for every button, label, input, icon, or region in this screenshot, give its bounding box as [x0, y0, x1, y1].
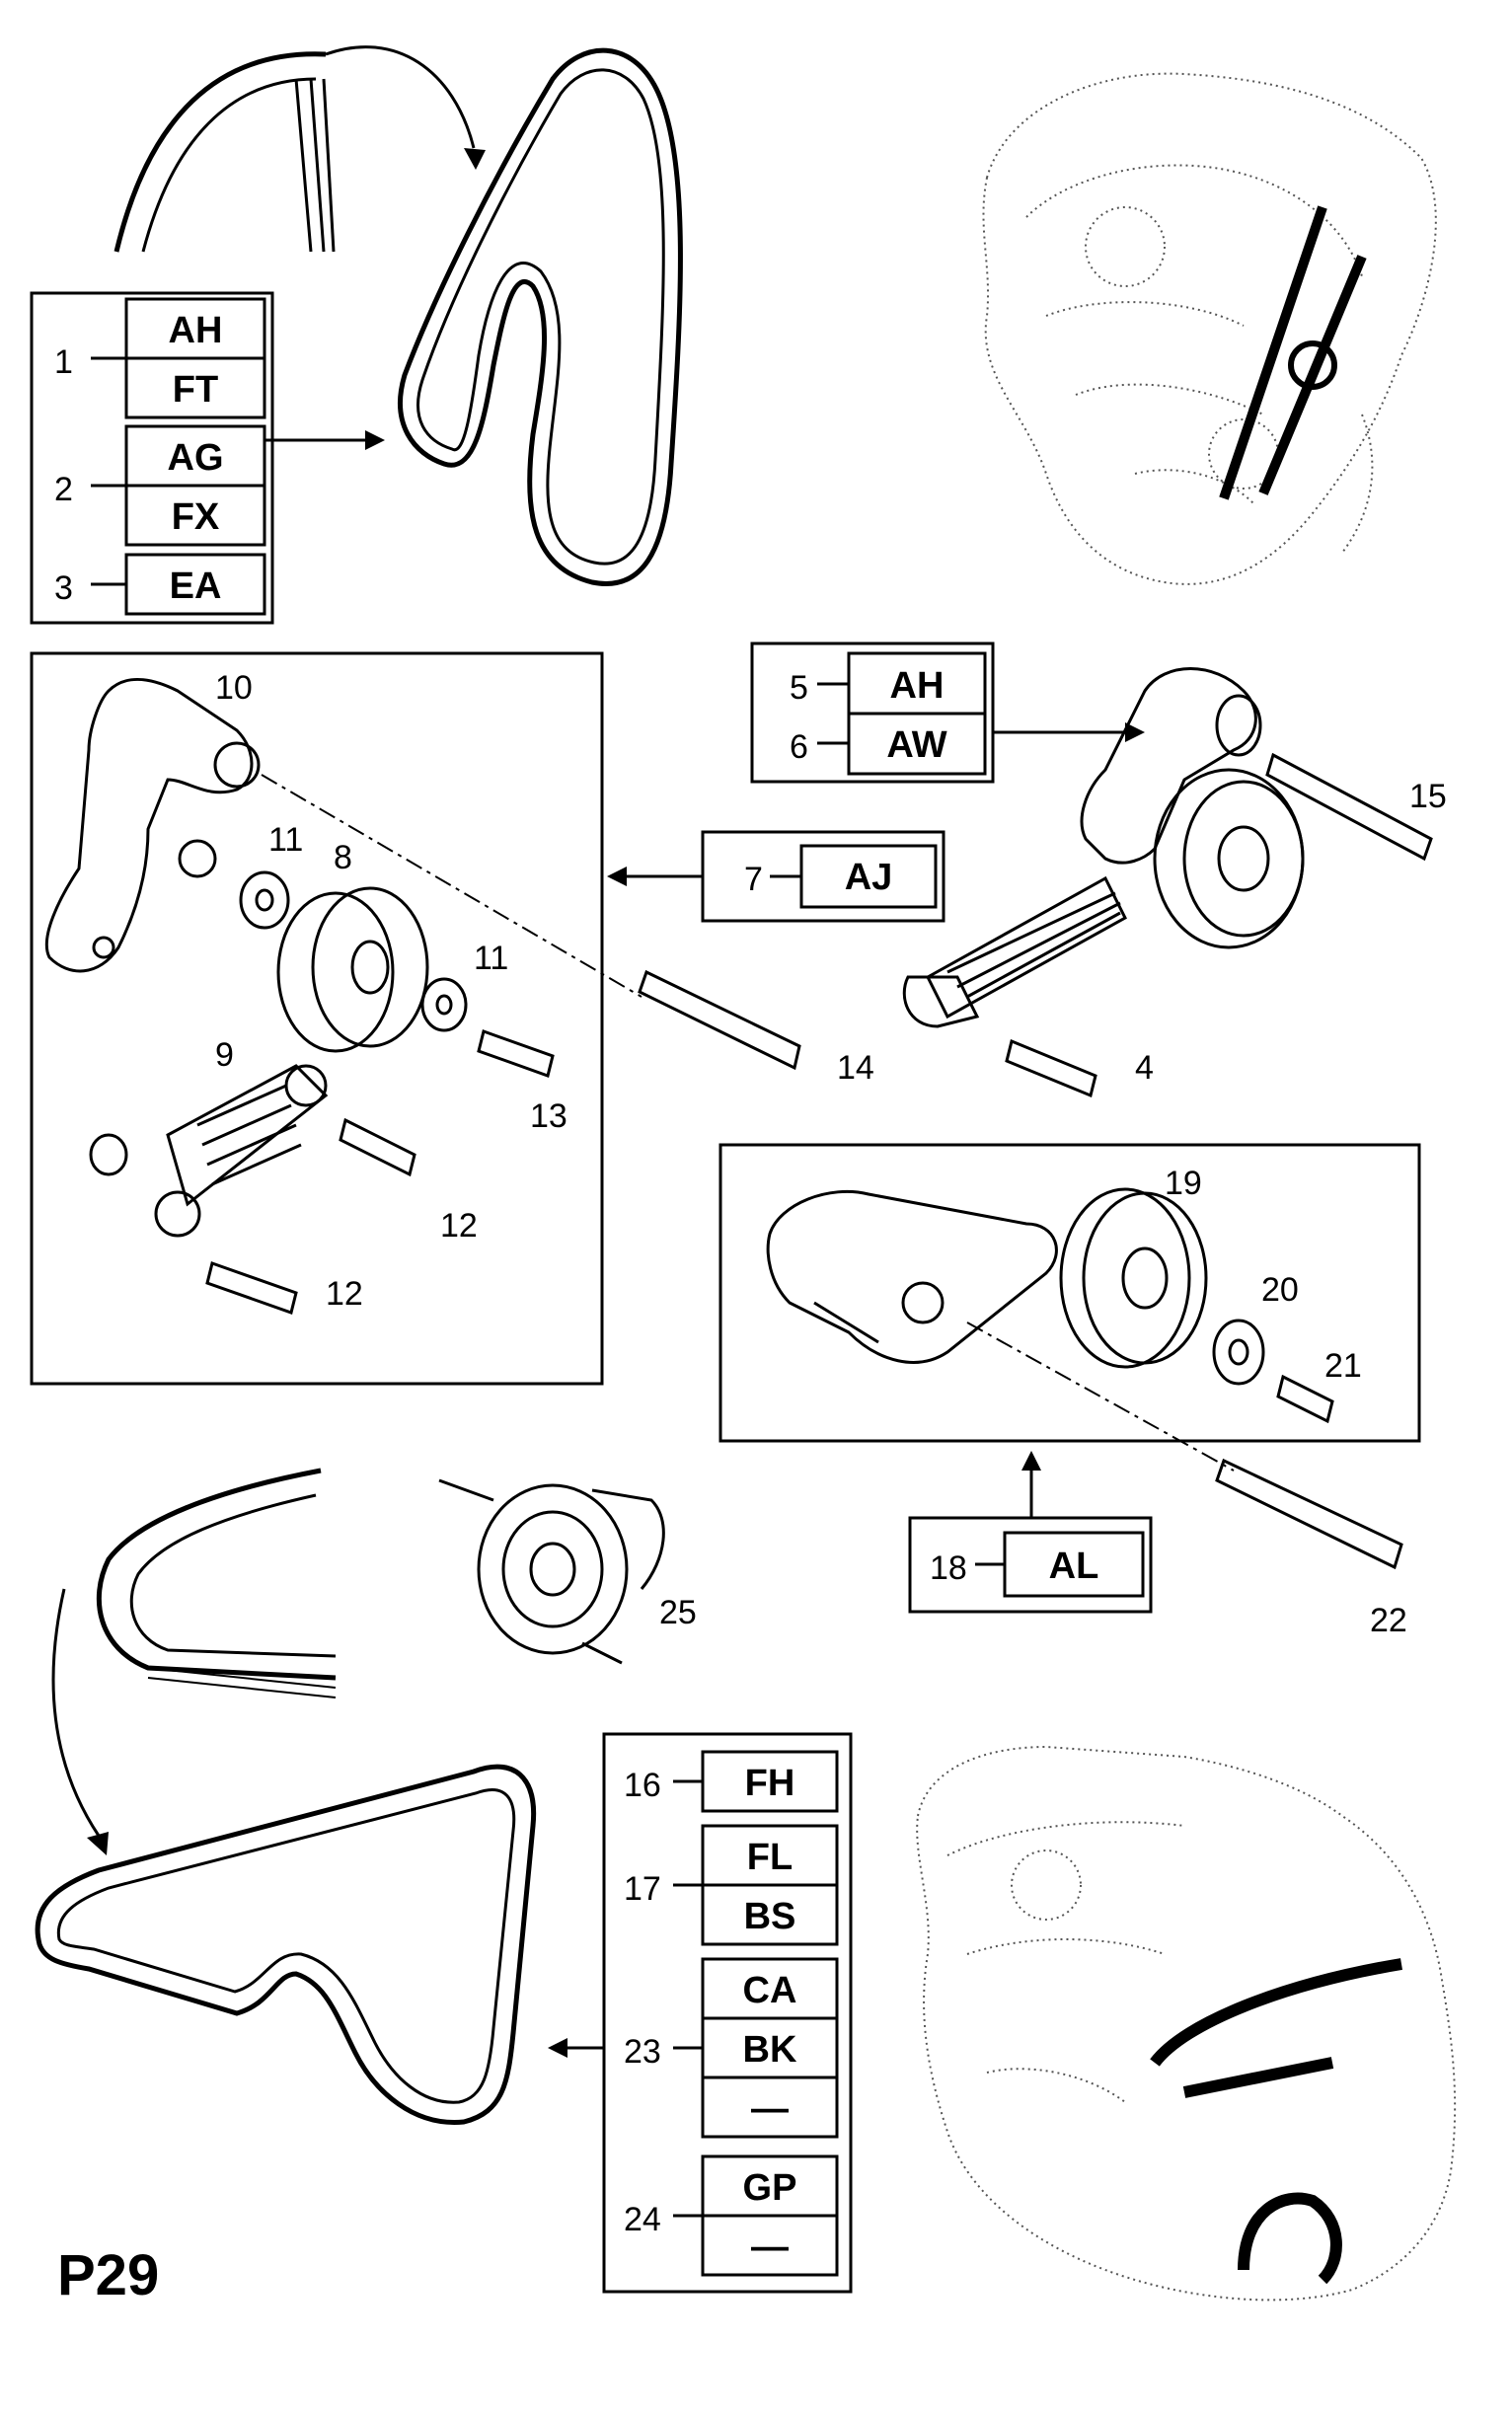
assembly-line-right — [966, 1321, 1235, 1472]
label-group-1-3 — [30, 291, 274, 625]
part-number-10: 10 — [215, 669, 253, 707]
code-24a: GP — [743, 2167, 797, 2209]
code-16: FH — [745, 1763, 795, 1804]
part-number-11b: 11 — [474, 940, 508, 977]
code-17a: FL — [747, 1837, 793, 1878]
part-number-14: 14 — [837, 1049, 874, 1087]
code-18: AL — [1049, 1546, 1099, 1587]
item-number-3: 3 — [54, 569, 73, 607]
item-number-23: 23 — [624, 2033, 661, 2071]
label-group-16-24 — [602, 1732, 853, 2294]
part-number-4: 4 — [1135, 1049, 1154, 1087]
part-number-15: 15 — [1409, 778, 1447, 815]
code-1b: FT — [173, 369, 218, 411]
item-number-18: 18 — [930, 1549, 967, 1587]
item-number-17: 17 — [624, 1870, 661, 1908]
bolt-14-illustration — [638, 969, 801, 1071]
code-2a: AG — [168, 437, 224, 479]
page-code: P29 — [57, 2243, 159, 2307]
item-number-5: 5 — [790, 669, 808, 707]
code-5: AH — [890, 665, 945, 707]
engine-belt-top — [1219, 205, 1367, 500]
part-number-11a: 11 — [268, 821, 303, 859]
code-24b: — — [751, 2227, 789, 2268]
part-number-22: 22 — [1370, 1602, 1407, 1639]
part-number-19: 19 — [1165, 1165, 1202, 1202]
item-number-2: 2 — [54, 471, 73, 508]
part-number-12b: 12 — [326, 1275, 363, 1313]
code-3: EA — [170, 566, 222, 607]
item-number-16: 16 — [624, 1767, 661, 1804]
part-number-12a: 12 — [440, 1207, 478, 1245]
code-23a: CA — [743, 1970, 797, 2011]
code-17b: BS — [744, 1896, 796, 1937]
item-number-7: 7 — [744, 861, 763, 898]
bolt-22-illustration — [1215, 1458, 1403, 1570]
code-2b: FX — [172, 496, 220, 538]
part-number-21: 21 — [1324, 1347, 1362, 1385]
code-23b: BK — [743, 2029, 797, 2071]
item-number-24: 24 — [624, 2201, 661, 2238]
engine-illustration-top — [982, 72, 1437, 585]
tensioner-illustration-right — [902, 667, 1433, 1098]
item-number-6: 6 — [790, 728, 808, 766]
tensioner-parts-illustration — [44, 677, 555, 1315]
label-group-5-6 — [750, 642, 995, 784]
code-23c: — — [751, 2088, 789, 2130]
belt-illustration-bottom — [35, 1468, 537, 2125]
tensioner-kit-illustration — [766, 1187, 1334, 1424]
engine-belt-bottom — [1150, 1958, 1402, 2285]
assembly-line-left — [261, 774, 643, 998]
part-number-13: 13 — [530, 1097, 567, 1135]
part-number-20: 20 — [1261, 1271, 1299, 1309]
code-6: AW — [886, 724, 946, 766]
item-number-1: 1 — [54, 343, 73, 381]
tensioner-kit-box — [718, 1143, 1421, 1443]
part-number-9: 9 — [215, 1036, 234, 1074]
part-number-8: 8 — [334, 839, 352, 876]
part-number-25: 25 — [659, 1594, 697, 1631]
code-1a: AH — [169, 310, 223, 351]
code-7: AJ — [845, 857, 893, 898]
engine-illustration-bottom — [916, 1745, 1457, 2302]
tensioner-25-illustration — [438, 1478, 665, 1665]
belt-illustration-top — [113, 45, 683, 586]
tensioner-parts-box — [30, 651, 604, 1386]
